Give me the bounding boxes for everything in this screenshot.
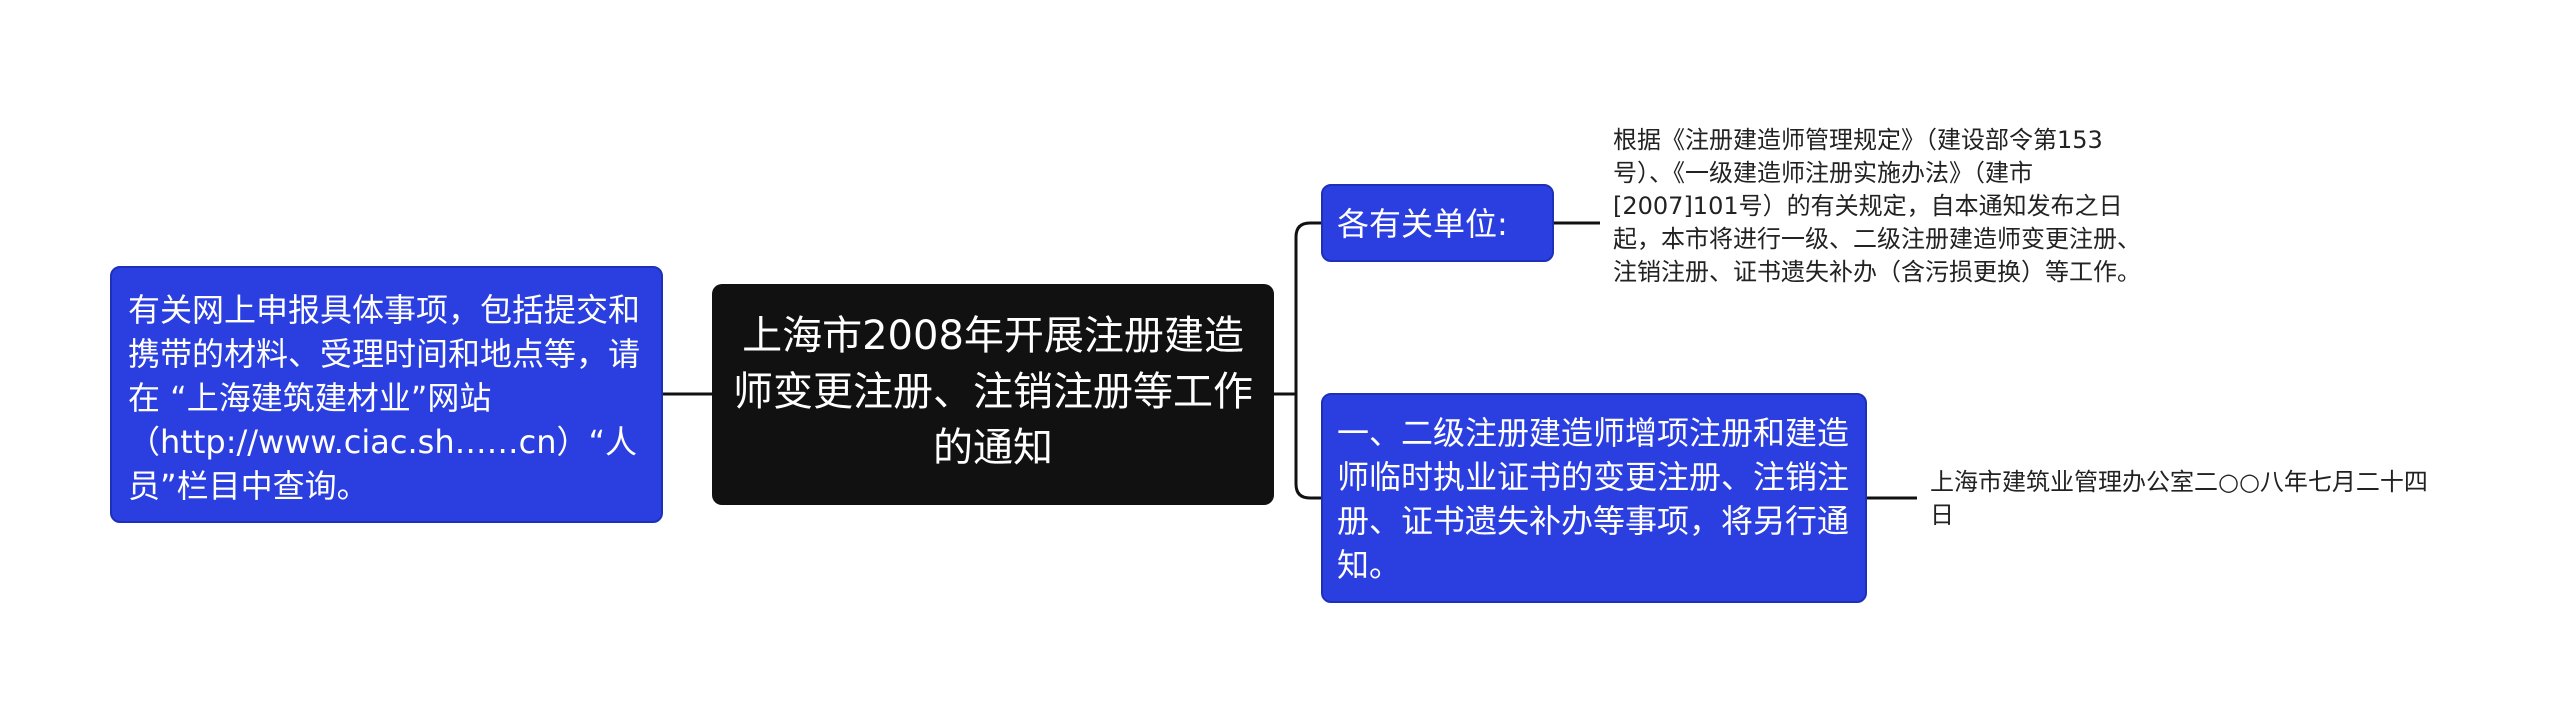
topic-other-matters[interactable]: 一、二级注册建造师增项注册和建造师临时执业证书的变更注册、注销注册、证书遗失补办… [1321, 393, 1867, 603]
connector-branch-units [1294, 221, 1321, 394]
subtopic-units-detail-text: 根据《注册建造师管理规定》（建设部令第153号）、《一级建造师注册实施办法》（建… [1613, 126, 2141, 286]
root-topic-title: 上海市2008年开展注册建造师变更注册、注销注册等工作的通知 [733, 313, 1253, 471]
topic-units-label: 各有关单位: [1337, 205, 1508, 243]
subtopic-signature-text: 上海市建筑业管理办公室二○○八年七月二十四日 [1930, 468, 2428, 529]
topic-other-matters-text: 一、二级注册建造师增项注册和建造师临时执业证书的变更注册、注销注册、证书遗失补办… [1337, 414, 1850, 584]
topic-units[interactable]: 各有关单位: [1321, 184, 1554, 262]
root-topic[interactable]: 上海市2008年开展注册建造师变更注册、注销注册等工作的通知 [712, 284, 1274, 505]
subtopic-signature[interactable]: 上海市建筑业管理办公室二○○八年七月二十四日 [1930, 466, 2430, 532]
topic-online-application-text: 有关网上申报具体事项，包括提交和携带的材料、受理时间和地点等，请在 “上海建筑建… [128, 291, 641, 505]
topic-online-application[interactable]: 有关网上申报具体事项，包括提交和携带的材料、受理时间和地点等，请在 “上海建筑建… [110, 266, 663, 523]
subtopic-units-detail[interactable]: 根据《注册建造师管理规定》（建设部令第153号）、《一级建造师注册实施办法》（建… [1613, 124, 2143, 289]
connector-branch-item [1294, 394, 1321, 500]
